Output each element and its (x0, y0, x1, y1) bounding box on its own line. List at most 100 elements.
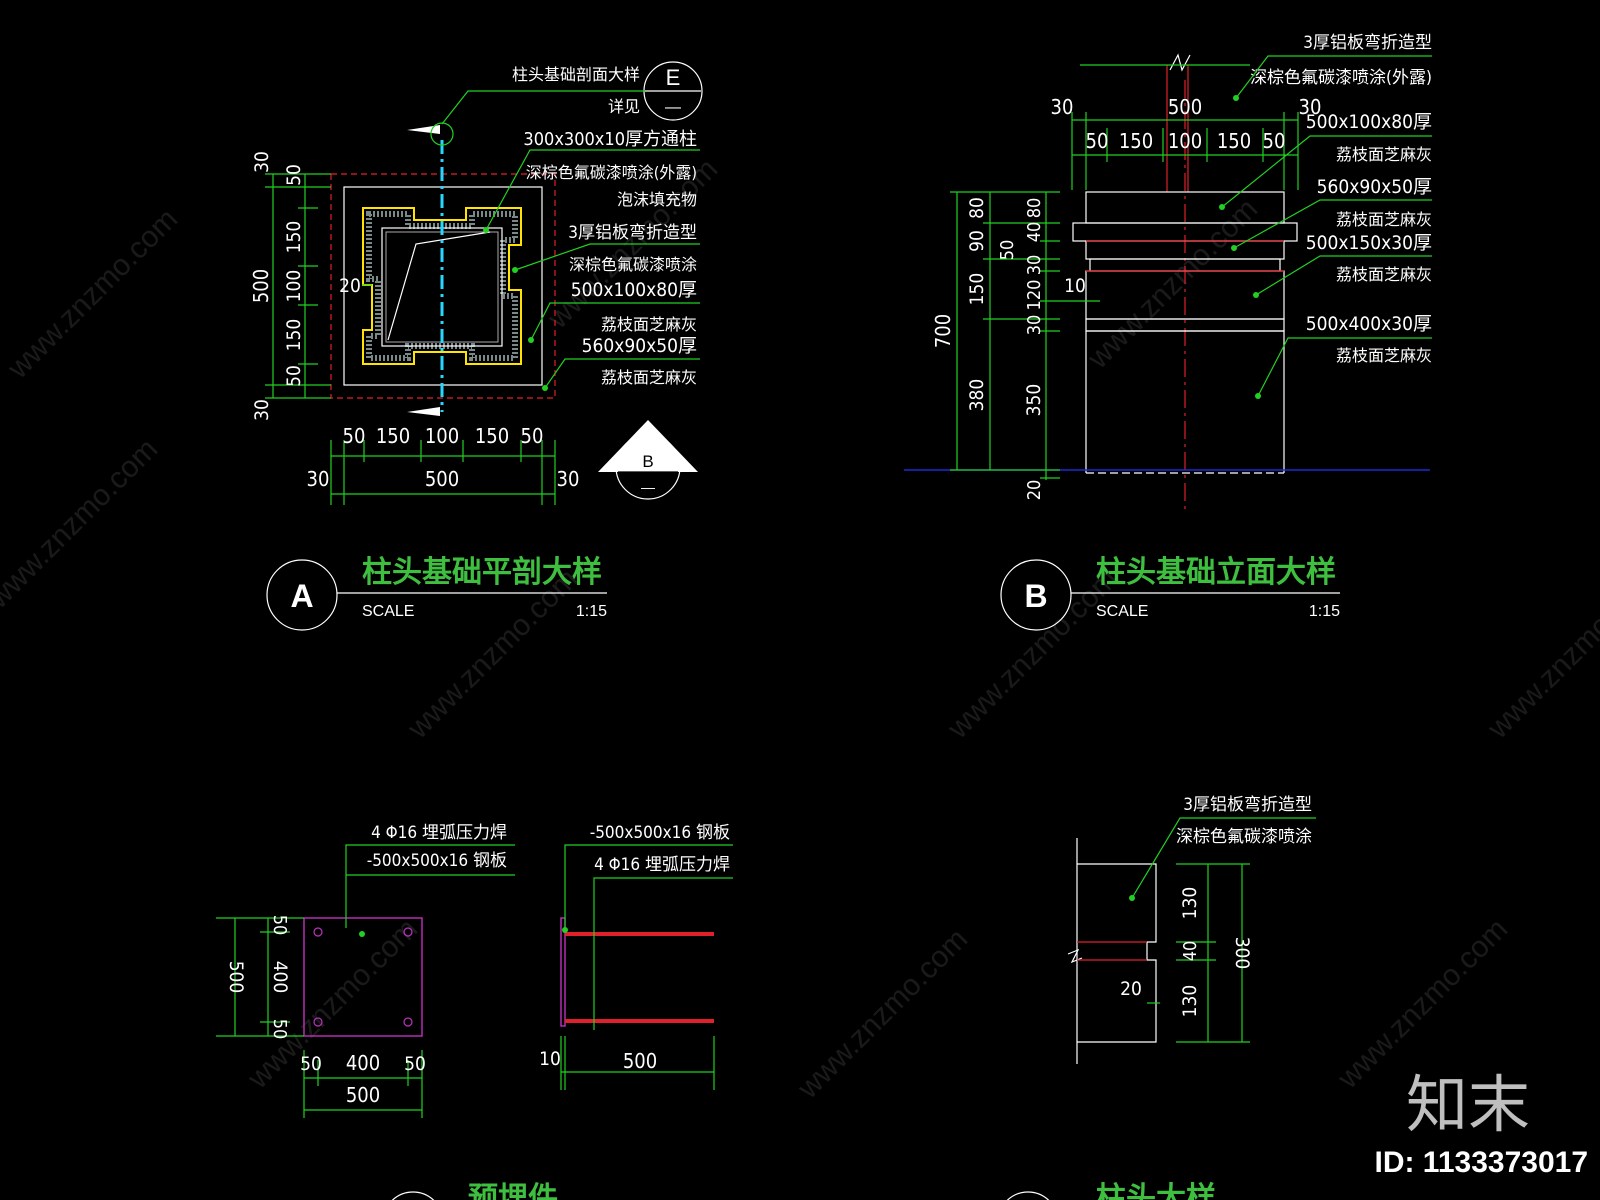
dim-b-li4: 120 (1024, 280, 1045, 311)
watermark-text: www.znzmo.com (1, 202, 184, 385)
dim-c-b2: 50 (404, 1053, 426, 1075)
note-a-0: 柱头基础剖面大样 (512, 65, 640, 84)
note-e-dot (1129, 895, 1135, 901)
dims-bottom-c (303, 1050, 423, 1118)
detail-a-scale-value: 1:15 (576, 603, 607, 620)
detail-b-badge-letter: B (1024, 578, 1047, 614)
ref-e-leader (441, 90, 645, 125)
dim-e-inner: 20 (1120, 978, 1142, 1000)
watermark-text: www.znzmo.com (0, 432, 164, 615)
note-a-7: 500x100x80厚 (571, 279, 697, 301)
dim-a-lside-1: 30 (251, 399, 273, 421)
profile-outline (1077, 863, 1157, 1043)
note-a-10: 荔枝面芝麻灰 (601, 368, 697, 387)
note-a-3: 深棕色氟碳漆喷涂(外露) (526, 163, 697, 182)
note-d-leader (564, 844, 733, 930)
note-leaders-b (1219, 55, 1432, 399)
note-b-9: 荔枝面芝麻灰 (1336, 346, 1432, 365)
dim-a-ltotal: 500 (249, 269, 273, 303)
dim-a-inner: 20 (339, 275, 361, 297)
dim-a-bside-1: 30 (557, 467, 580, 491)
note-d-leader (593, 877, 733, 1030)
dim-a-lside-0: 30 (251, 151, 273, 173)
dim-b-ltotal: 700 (931, 314, 955, 348)
note-b-1: 深棕色氟碳漆喷涂(外露) (1250, 68, 1432, 88)
note-b-2: 500x100x80厚 (1306, 111, 1432, 133)
anchor-hole (313, 1017, 323, 1027)
dim-b-lo3: 380 (966, 379, 988, 412)
note-b-8: 500x400x30厚 (1306, 313, 1432, 335)
note-b-4: 560x90x50厚 (1317, 176, 1432, 198)
break-line (1169, 53, 1191, 72)
section-arrow-bottom (407, 407, 440, 416)
ref-bubble-small (430, 122, 454, 146)
ref-e-letter: E (666, 65, 681, 90)
aluminum-profile (362, 207, 522, 365)
dim-b-bottom: 20 (1024, 480, 1045, 501)
dims-bottom-a (330, 440, 556, 505)
dim-c-btotal: 500 (346, 1083, 380, 1107)
detail-a-plan-section: E — B — 柱头基础剖面大样 详见 300x300x10厚方通柱 深棕色氟碳… (249, 61, 703, 631)
dim-b-t2: 100 (1168, 129, 1202, 153)
watermark-text: www.znzmo.com (791, 922, 974, 1105)
note-a-8: 荔枝面芝麻灰 (601, 315, 697, 334)
watermark-text: www.znzmo.com (1081, 192, 1264, 375)
dim-b-lo0: 80 (966, 197, 988, 219)
anchor-hole (403, 1017, 413, 1027)
dim-b-tside-1: 30 (1299, 95, 1322, 119)
dim-c-b1: 400 (346, 1051, 380, 1075)
dim-e-r2: 130 (1179, 985, 1201, 1018)
dim-b-small: 10 (1064, 275, 1086, 297)
steel-plate (303, 917, 423, 1037)
dim-a-l2: 100 (283, 270, 305, 303)
note-a-5: 3厚铝板弯折造型 (568, 223, 697, 243)
dim-b-li0: 80 (1024, 198, 1045, 219)
brand-logo-text: 知末 (1406, 1071, 1530, 1140)
dim-c-b0: 50 (300, 1053, 322, 1075)
dim-b-tside-0: 30 (1051, 95, 1074, 119)
dim-b-li3: 30 (1024, 255, 1045, 276)
dim-a-bside-0: 30 (307, 467, 330, 491)
dim-d-bottom: 500 (623, 1049, 657, 1073)
note-b-0: 3厚铝板弯折造型 (1303, 33, 1432, 53)
foam-fill-hatch (366, 211, 518, 361)
cut-title-right: 柱头大样 (1096, 1181, 1216, 1200)
dims-left-c (216, 917, 304, 1037)
note-e-leader (1131, 817, 1316, 899)
dim-b-t3: 150 (1217, 129, 1251, 153)
watermark-text: www.znzmo.com (1331, 912, 1514, 1095)
dim-b-t0: 50 (1086, 129, 1109, 153)
detail-c-embed-plate: 4 Φ16 埋弧压力焊 -500x500x16 钢板 500 50 400 50… (216, 823, 515, 1118)
dim-a-b1: 150 (376, 424, 410, 448)
detail-b-scale-value: 1:15 (1309, 603, 1340, 620)
dims-left-b (950, 191, 1100, 480)
dim-b-li2: 50 (997, 240, 1018, 261)
anchor-hole (313, 927, 323, 937)
anchor-hole (403, 927, 413, 937)
corner-brand-watermark: 知末 ID: 1133373017 (1374, 1071, 1588, 1179)
dim-c-l2: 50 (269, 1019, 290, 1040)
dim-a-b4: 50 (521, 424, 544, 448)
detail-a-scale-label: SCALE (362, 603, 414, 620)
section-diagonal (387, 231, 491, 341)
note-e-0: 3厚铝板弯折造型 (1183, 795, 1312, 815)
note-b-5: 荔枝面芝麻灰 (1336, 210, 1432, 229)
base-stone-body (1085, 330, 1285, 473)
detail-a-badge-circle (266, 559, 338, 631)
dim-c-ltotal: 500 (225, 961, 247, 994)
dim-b-li6: 350 (1023, 384, 1045, 417)
note-b-7: 荔枝面芝麻灰 (1336, 265, 1432, 284)
note-c-dot (359, 931, 365, 937)
dim-b-t4: 50 (1263, 129, 1286, 153)
plate-section (560, 917, 566, 1027)
dim-a-l0: 50 (283, 164, 305, 186)
dims-top-b (1071, 64, 1299, 190)
detail-a-badge-letter: A (290, 578, 313, 614)
section-arrow-top (407, 125, 440, 134)
dim-e-r1: 40 (1180, 941, 1201, 962)
note-c-0: 4 Φ16 埋弧压力焊 (371, 823, 507, 843)
dim-b-li5: 30 (1024, 315, 1045, 336)
dim-a-l1: 150 (283, 221, 305, 254)
ref-b-letter: B (642, 452, 653, 471)
